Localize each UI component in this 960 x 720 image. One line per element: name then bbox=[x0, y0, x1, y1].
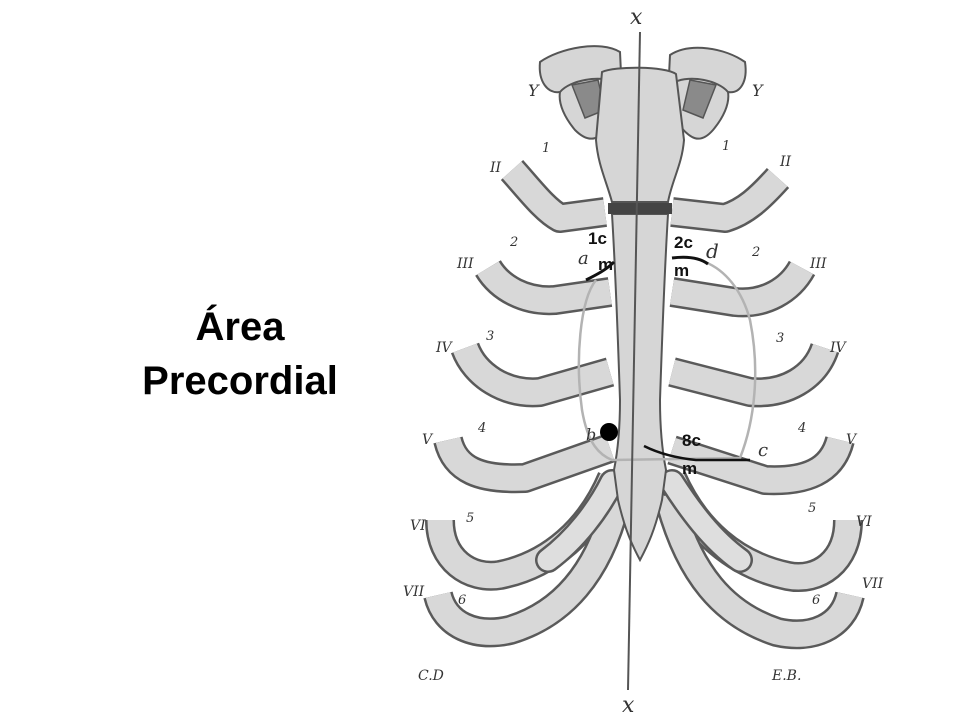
signature-right: E.B. bbox=[771, 668, 801, 684]
rib-left-4 bbox=[450, 341, 615, 408]
rib-numeral-left: VII bbox=[403, 584, 425, 600]
heart-outline bbox=[577, 260, 757, 462]
rib-right-7 bbox=[653, 491, 865, 650]
signature-left: C.D bbox=[418, 668, 444, 684]
space-number-right: 3 bbox=[776, 331, 784, 346]
point-label-b: b bbox=[586, 425, 596, 444]
measure-mark-upper-left bbox=[585, 260, 616, 282]
axis-label-bottom: x bbox=[622, 693, 635, 718]
rib-numeral-left: V bbox=[422, 432, 434, 448]
title-line-2: Precordial bbox=[142, 359, 338, 403]
sternum bbox=[594, 66, 686, 563]
measure-mark-lower-right bbox=[643, 444, 750, 462]
rib-right-3 bbox=[669, 260, 816, 318]
point-label-d: d bbox=[706, 239, 719, 263]
measure-label-upper-right: 2c m bbox=[674, 233, 698, 280]
axis-label-top: x bbox=[630, 5, 643, 30]
space-number-left: 4 bbox=[477, 421, 486, 436]
rib-numeral-right: VII bbox=[862, 576, 884, 592]
rib-numeral-right: IV bbox=[829, 340, 848, 356]
rib-left-7 bbox=[423, 491, 633, 648]
midline-axis bbox=[627, 31, 641, 691]
space-number-right: 6 bbox=[812, 593, 820, 608]
space-number-left: 1 bbox=[542, 141, 550, 156]
space-number-right: 1 bbox=[722, 139, 730, 154]
rib-numeral-right: III bbox=[809, 256, 827, 272]
rib-right-4 bbox=[668, 342, 840, 408]
rib-left-3 bbox=[475, 259, 613, 316]
rib-numeral-right: II bbox=[779, 154, 792, 170]
sternal-body bbox=[610, 213, 670, 563]
measure-label-upper-left: 1c m bbox=[588, 229, 613, 274]
space-number-left: 6 bbox=[458, 593, 466, 608]
rib-right-2 bbox=[670, 167, 790, 233]
space-number-left: 5 bbox=[466, 511, 474, 526]
space-number-right: 2 bbox=[751, 245, 760, 260]
rib-numeral-left: IV bbox=[435, 340, 454, 356]
title-line-1: Área bbox=[195, 305, 285, 349]
clavicle-right bbox=[666, 46, 747, 140]
clavicle-label-left: Y bbox=[528, 81, 540, 100]
rib-numeral-left: VI bbox=[410, 518, 426, 534]
space-number-right: 4 bbox=[797, 421, 806, 436]
rib-numeral-left: II bbox=[489, 160, 502, 176]
slide-title: Área Precordial bbox=[40, 300, 440, 408]
ribs-right bbox=[653, 167, 865, 650]
clavicle-label-right: Y bbox=[752, 81, 764, 100]
space-number-right: 5 bbox=[808, 501, 816, 516]
ribs-left bbox=[423, 159, 633, 648]
measure-mark-upper-right bbox=[671, 255, 709, 266]
rib-left-2 bbox=[500, 159, 607, 233]
point-label-a: a bbox=[578, 248, 589, 269]
rib-numeral-right: V bbox=[846, 432, 858, 448]
space-number-left: 3 bbox=[486, 329, 494, 344]
rib-left-5 bbox=[433, 433, 615, 494]
manubrium bbox=[594, 66, 686, 203]
rib-numeral-right: VI bbox=[856, 514, 872, 530]
rib-right-5 bbox=[667, 435, 855, 496]
space-number-left: 2 bbox=[509, 235, 518, 250]
point-label-c: c bbox=[758, 440, 768, 461]
measure-label-lower-right: 8c m bbox=[682, 431, 706, 478]
apex-point bbox=[600, 423, 618, 441]
rib-numeral-left: III bbox=[456, 256, 474, 272]
